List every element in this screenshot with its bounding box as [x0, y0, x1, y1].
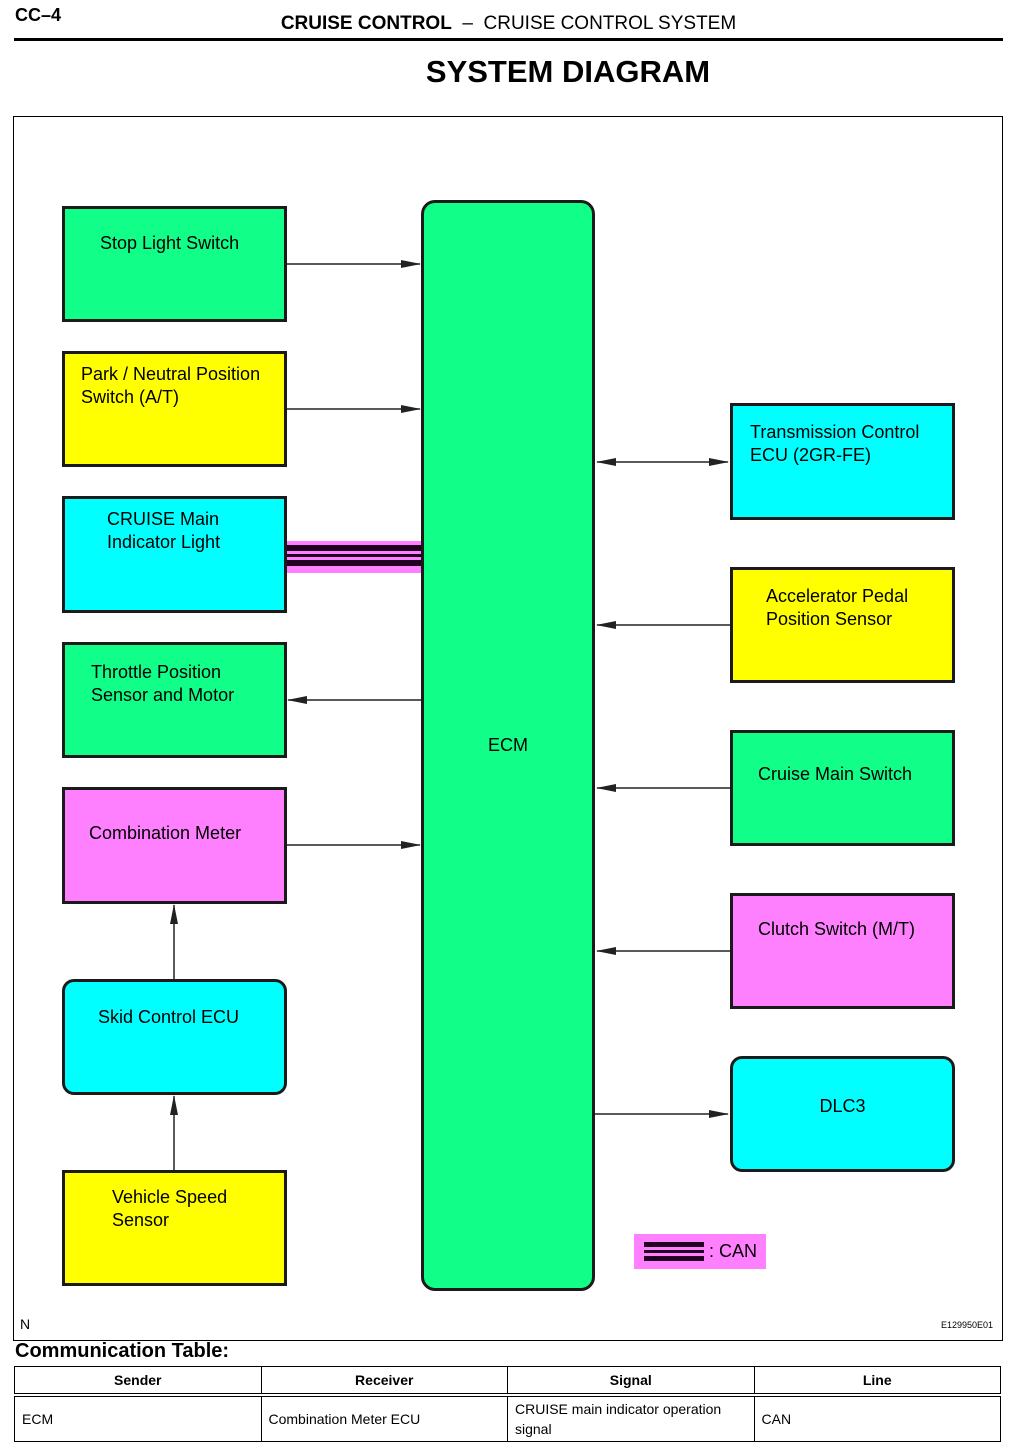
- legend-label: : CAN: [709, 1241, 758, 1261]
- table-title: Communication Table:: [15, 1340, 230, 1362]
- ecm-box: ECM: [421, 200, 595, 1291]
- throttle-sensor-box: Throttle Position Sensor and Motor: [62, 642, 287, 758]
- ecm-label: ECM: [488, 735, 528, 755]
- dlc3-box: DLC3: [730, 1056, 955, 1172]
- cruise-indicator-box: CRUISE Main Indicator Light: [62, 496, 287, 613]
- clutch-switch-box: Clutch Switch (M/T): [730, 893, 955, 1009]
- column-header: Line: [753, 1366, 1001, 1397]
- stop-light-switch-box: Stop Light Switch: [62, 206, 287, 322]
- section-title: CRUISE CONTROL: [280, 13, 452, 34]
- box-label: Clutch Switch (M/T): [758, 919, 916, 939]
- page-number: CC–4: [15, 5, 62, 25]
- combination-meter-box: Combination Meter: [62, 787, 287, 904]
- column-header: Signal: [507, 1366, 755, 1397]
- table-row: ECM Combination Meter ECU CRUISE main in…: [14, 1394, 1001, 1442]
- box-label: Accelerator Pedal Position Sensor: [766, 586, 909, 629]
- column-header: Sender: [14, 1366, 262, 1397]
- box-label: CRUISE Main Indicator Light: [107, 509, 221, 552]
- cruise-main-switch-box: Cruise Main Switch: [730, 730, 955, 846]
- box-label: Transmission Control ECU (2GR-FE): [750, 422, 920, 465]
- park-neutral-switch-box: Park / Neutral Position Switch (A/T): [62, 351, 287, 467]
- cell-sender: ECM: [14, 1394, 262, 1442]
- header-separator: –: [462, 13, 473, 34]
- skid-control-ecu-box: Skid Control ECU: [62, 979, 287, 1095]
- box-label: DLC3: [819, 1096, 866, 1116]
- cell-line: CAN: [753, 1394, 1001, 1442]
- box-label: Cruise Main Switch: [758, 764, 913, 784]
- box-label: Vehicle Speed Sensor: [112, 1187, 228, 1230]
- box-label: Stop Light Switch: [100, 233, 240, 253]
- figure-id: E129950E01: [941, 1320, 994, 1330]
- subsection-title: CRUISE CONTROL SYSTEM: [483, 13, 737, 34]
- communication-table: Sender Receiver Signal Line ECM Combinat…: [14, 1366, 1001, 1442]
- vehicle-speed-sensor-box: Vehicle Speed Sensor: [62, 1170, 287, 1286]
- transmission-ecu-box: Transmission Control ECU (2GR-FE): [730, 403, 955, 520]
- page-title: SYSTEM DIAGRAM: [425, 54, 711, 89]
- header-rule: [14, 38, 1003, 41]
- box-label: Skid Control ECU: [98, 1007, 240, 1027]
- diagram-frame: [13, 116, 1003, 1341]
- box-label: Throttle Position Sensor and Motor: [91, 662, 235, 705]
- can-bus-line: [286, 541, 422, 573]
- column-header: Receiver: [260, 1366, 508, 1397]
- page-header: CRUISE CONTROL – CRUISE CONTROL SYSTEM: [0, 13, 1017, 35]
- can-line-symbol: [644, 1242, 704, 1261]
- cell-receiver: Combination Meter ECU: [260, 1394, 508, 1442]
- box-label: Combination Meter: [89, 823, 242, 843]
- box-label: Park / Neutral Position Switch (A/T): [81, 364, 261, 407]
- can-legend: : CAN: [634, 1234, 766, 1269]
- table-header-row: Sender Receiver Signal Line: [14, 1366, 1001, 1397]
- cell-signal: CRUISE main indicator operation signal: [507, 1394, 755, 1442]
- diagram-note: N: [20, 1316, 31, 1332]
- accelerator-sensor-box: Accelerator Pedal Position Sensor: [730, 567, 955, 683]
